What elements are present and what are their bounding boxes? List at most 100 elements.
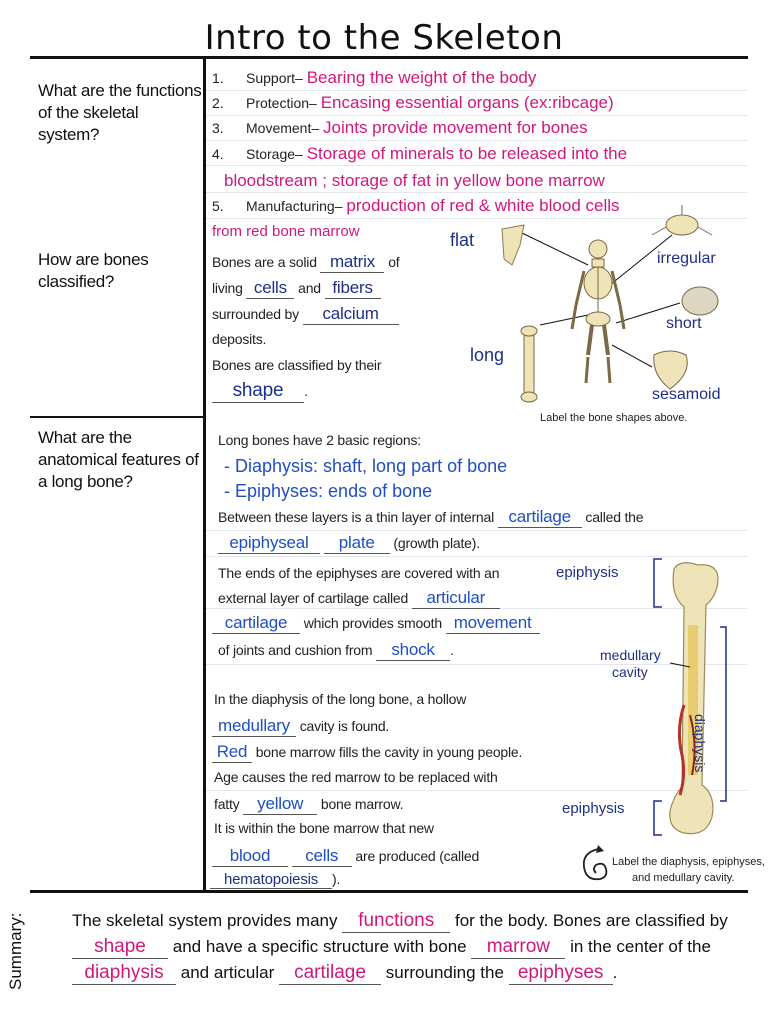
text: surrounding the bbox=[385, 963, 504, 982]
arrow-short bbox=[615, 302, 681, 324]
answer-movement: movement bbox=[445, 613, 540, 634]
function-item-movement: 3.Movement– Joints provide movement for … bbox=[212, 118, 588, 138]
long-bone-line-11: fatty yellow bone marrow. bbox=[214, 794, 403, 815]
text: The skeletal system provides many bbox=[72, 911, 338, 930]
label-epiphysis-top: epiphysis bbox=[556, 564, 619, 581]
classification-line-5: Bones are classified by their bbox=[212, 357, 382, 373]
function-label: Support– bbox=[246, 70, 303, 86]
function-label: Storage– bbox=[246, 146, 303, 162]
label-flat: flat bbox=[450, 230, 475, 250]
long-bone-line-3: The ends of the epiphyses are covered wi… bbox=[218, 565, 500, 581]
label-sesamoid: sesamoid bbox=[652, 386, 721, 403]
answer-cells-blood: cells bbox=[291, 846, 352, 867]
text: bone marrow fills the cavity in young pe… bbox=[255, 744, 523, 760]
answer-blood: blood bbox=[212, 846, 288, 867]
long-bone-diagram bbox=[653, 558, 727, 836]
text: and bbox=[298, 280, 321, 296]
text: are produced (called bbox=[355, 848, 480, 864]
answer-yellow: yellow bbox=[243, 794, 318, 815]
label-cavity: cavity bbox=[612, 664, 648, 680]
label-medullary: medullary bbox=[600, 647, 661, 663]
ruled-line bbox=[206, 556, 748, 557]
manufacturing-answer-continued: from red bone marrow bbox=[212, 223, 360, 240]
long-bone-line-10: Age causes the red marrow to be replaced… bbox=[214, 769, 498, 785]
label-epiphysis-bottom: epiphysis bbox=[562, 800, 625, 817]
long-bone-line-4: external layer of cartilage called artic… bbox=[218, 588, 500, 609]
answer-red: Red bbox=[212, 742, 252, 763]
classification-line-2: living cells and fibers bbox=[212, 278, 381, 299]
summary-label: Summary: bbox=[6, 912, 25, 990]
storage-answer-continued: bloodstream ; storage of fat in yellow b… bbox=[224, 171, 605, 190]
long-bone-icon bbox=[520, 325, 538, 403]
summary-answer-functions: functions bbox=[342, 910, 451, 933]
long-bone-caption-1: Label the diaphysis, epiphyses, bbox=[612, 856, 765, 868]
arrow-flat bbox=[521, 232, 589, 266]
long-bone-line-1: Between these layers is a thin layer of … bbox=[218, 507, 644, 528]
function-answer: production of red & white blood cells bbox=[346, 196, 620, 215]
irregular-bone-icon bbox=[651, 205, 713, 236]
text: which provides smooth bbox=[303, 615, 442, 631]
function-number: 5. bbox=[212, 198, 224, 214]
label-diaphysis: diaphysis bbox=[692, 714, 708, 773]
summary-rule bbox=[30, 890, 748, 893]
answer-shock: shock bbox=[376, 640, 451, 661]
function-answer: Bearing the weight of the body bbox=[306, 68, 537, 87]
text: external layer of cartilage called bbox=[218, 590, 409, 606]
ruled-line bbox=[206, 90, 748, 91]
function-number: 3. bbox=[212, 120, 224, 136]
summary-answer-marrow: marrow bbox=[471, 936, 566, 959]
text: of bbox=[388, 254, 400, 270]
label-long: long bbox=[470, 345, 505, 365]
text: for the body. Bones are classified by bbox=[454, 911, 728, 930]
ruled-line bbox=[206, 664, 748, 665]
long-bone-line-14: hematopoiesis). bbox=[210, 871, 340, 889]
function-item-storage: 4.Storage– Storage of minerals to be rel… bbox=[212, 144, 627, 164]
long-bone-line-13: blood cells are produced (called bbox=[212, 846, 479, 867]
medullary-pointer bbox=[669, 662, 691, 668]
answer-cartilage-articular: cartilage bbox=[212, 613, 300, 634]
text: Bones are a solid bbox=[212, 254, 317, 270]
text: and articular bbox=[180, 963, 275, 982]
arrow-irregular bbox=[609, 234, 673, 286]
function-label: Manufacturing– bbox=[246, 198, 343, 214]
text: in the center of the bbox=[570, 937, 711, 956]
text: of joints and cushion from bbox=[218, 642, 373, 658]
title-rule bbox=[30, 56, 748, 59]
region-epiphyses: - Epiphyses: ends of bone bbox=[224, 481, 433, 501]
long-bone-line-8: medullary cavity is found. bbox=[212, 716, 389, 737]
question-functions: What are the functions of the skeletal s… bbox=[38, 81, 202, 144]
function-item-support: 1.Support– Bearing the weight of the bod… bbox=[212, 68, 536, 88]
ruled-line bbox=[206, 192, 748, 193]
summary-line-2: shape and have a specific structure with… bbox=[72, 936, 711, 959]
text: called the bbox=[585, 509, 644, 525]
summary-line-1: The skeletal system provides many functi… bbox=[72, 910, 728, 933]
answer-articular: articular bbox=[411, 588, 500, 609]
text: (growth plate). bbox=[393, 535, 480, 551]
summary-answer-diaphysis: diaphysis bbox=[72, 962, 176, 985]
region-diaphysis: - Diaphysis: shaft, long part of bone bbox=[224, 456, 508, 476]
bone-shapes-figure bbox=[501, 205, 719, 403]
short-bone-icon bbox=[681, 286, 719, 316]
text: bone marrow. bbox=[320, 796, 404, 812]
function-label: Protection– bbox=[246, 95, 317, 111]
bone-shapes-caption: Label the bone shapes above. bbox=[540, 412, 688, 424]
column-divider bbox=[203, 58, 206, 890]
classification-line-4: deposits. bbox=[212, 331, 267, 347]
long-bone-line-2: epiphyseal plate (growth plate). bbox=[218, 533, 480, 554]
classification-line-6: shape. bbox=[212, 380, 308, 403]
diaphysis-bracket bbox=[720, 626, 727, 802]
ruled-line bbox=[206, 790, 748, 791]
classification-line-1: Bones are a solid matrix of bbox=[212, 252, 400, 273]
ruled-line bbox=[206, 218, 748, 219]
flat-bone-icon bbox=[501, 224, 525, 266]
label-short: short bbox=[666, 315, 702, 332]
text: living bbox=[212, 280, 243, 296]
arrow-sesamoid bbox=[611, 344, 653, 368]
answer-fibers: fibers bbox=[324, 278, 381, 299]
femur-icon bbox=[669, 562, 719, 835]
answer-medullary: medullary bbox=[212, 716, 296, 737]
epiphysis-bottom-bracket bbox=[653, 800, 662, 836]
question-long-bone: What are the anatomical features of a lo… bbox=[38, 428, 199, 491]
long-bone-line-7: In the diaphysis of the long bone, a hol… bbox=[214, 691, 467, 707]
summary-answer-cartilage: cartilage bbox=[279, 962, 382, 985]
